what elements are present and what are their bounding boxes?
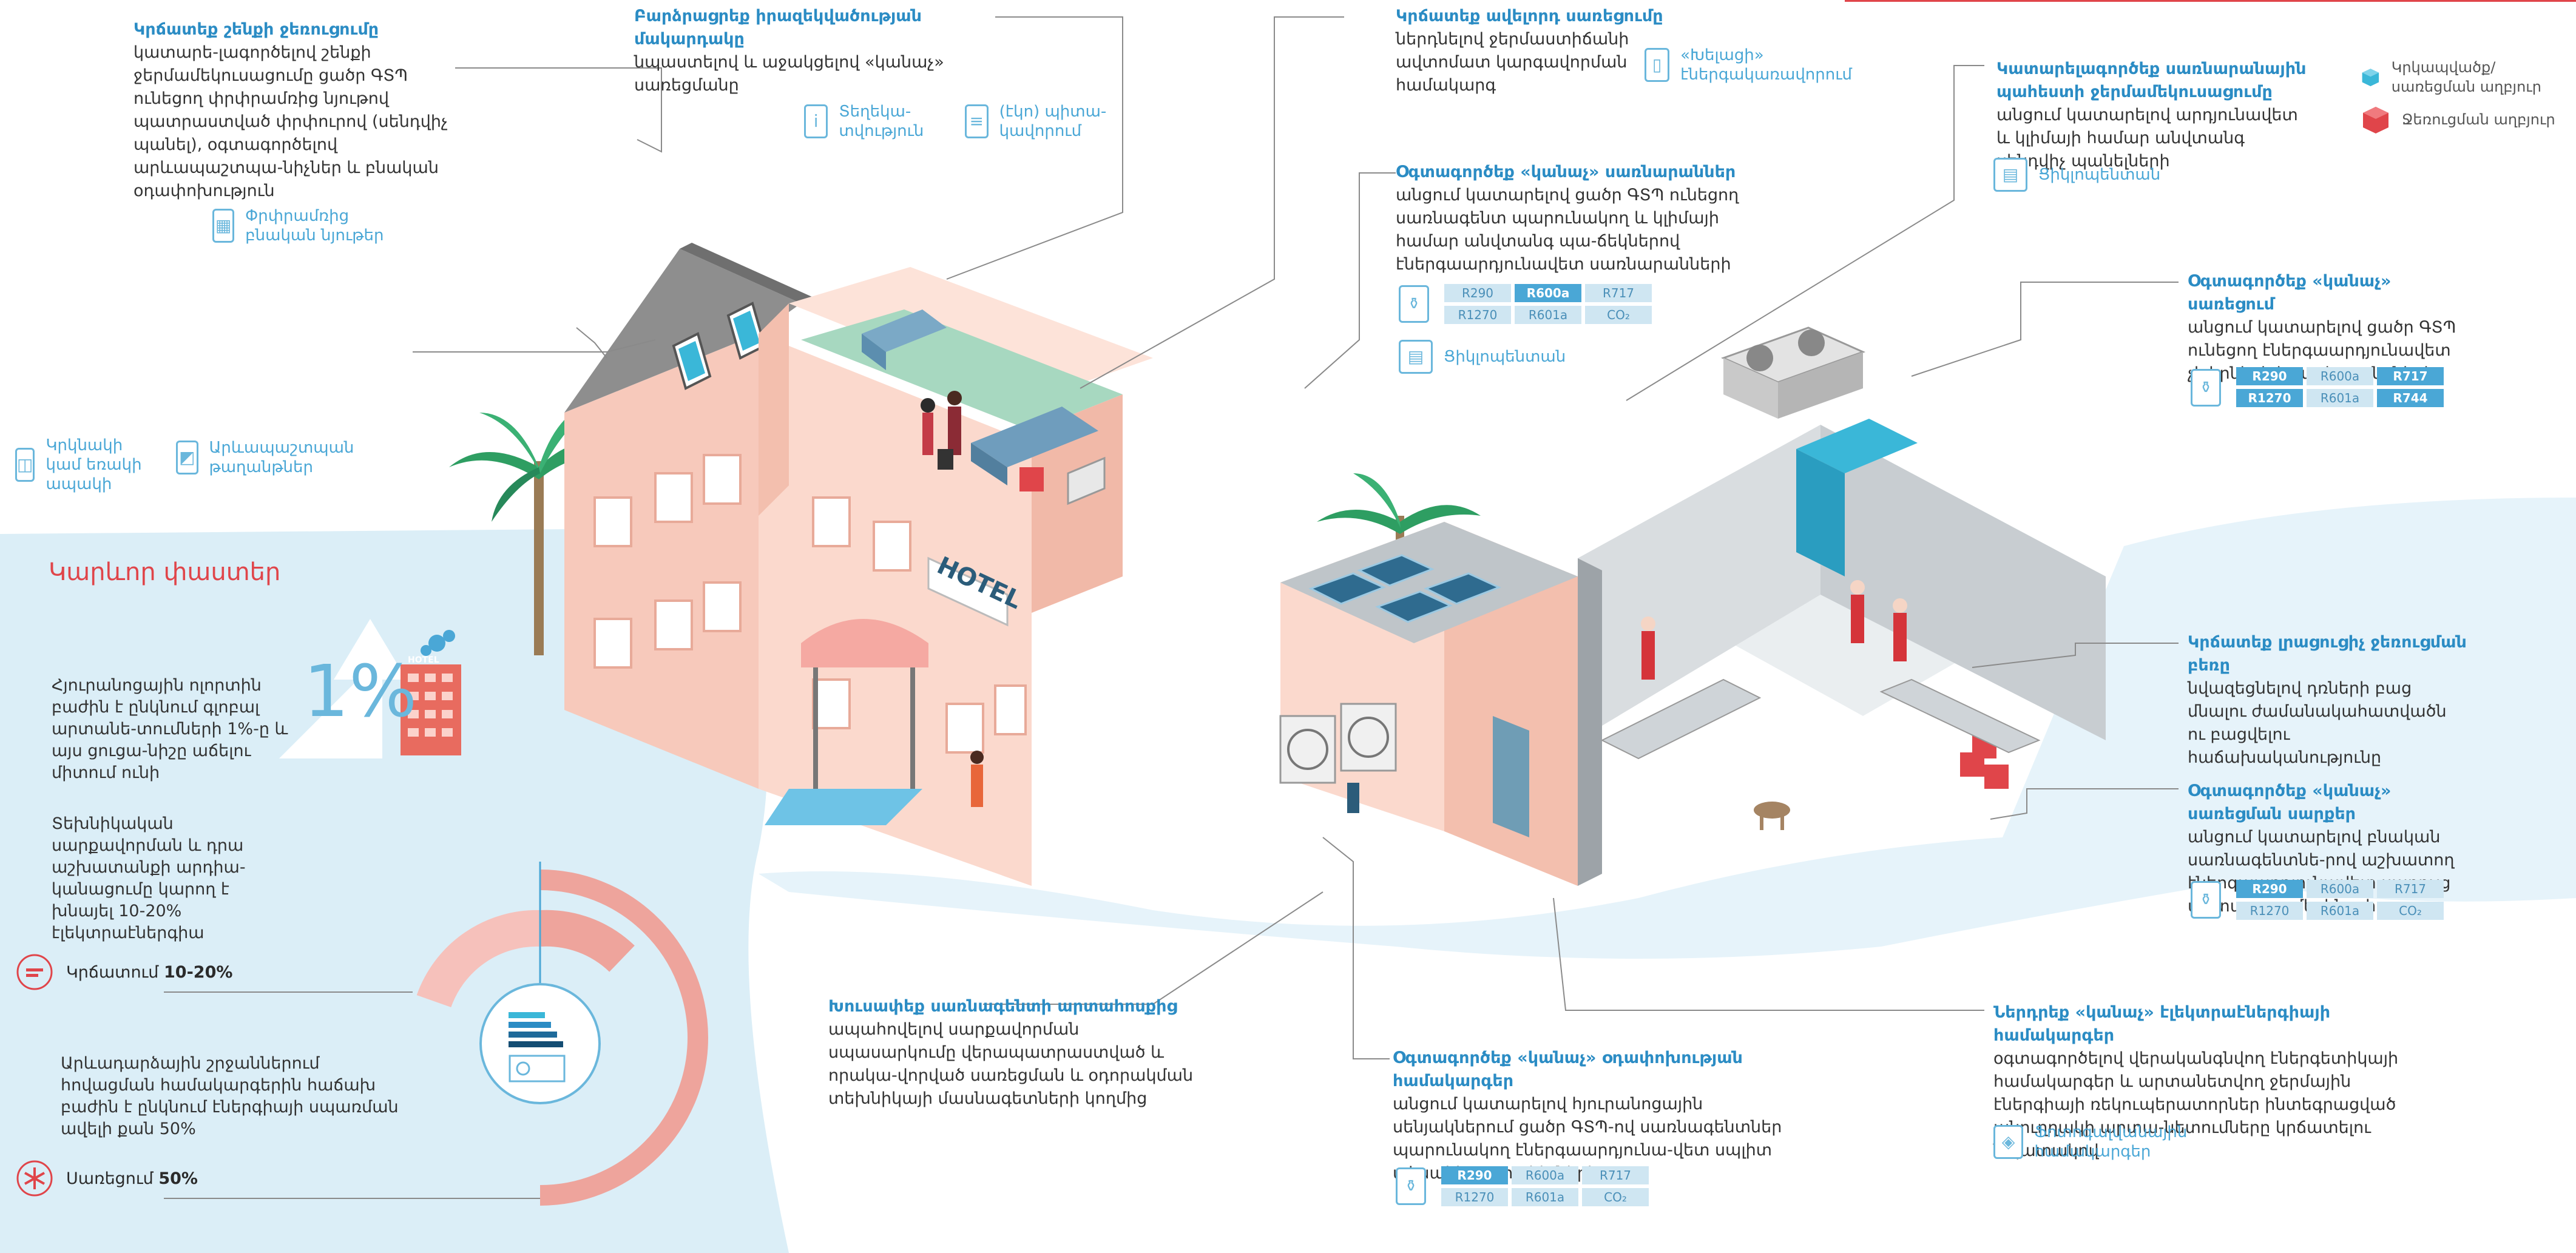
- info-icon: i: [804, 104, 828, 138]
- refrigerant-cell: CO₂: [1582, 1188, 1649, 1206]
- refrigerant-cell: R600a: [1512, 1166, 1578, 1184]
- snowflake-icon: [16, 1160, 53, 1197]
- refrigerant-cell: R290: [1444, 284, 1511, 302]
- callout-cold-storage: Կատարելագործեք սառնարանային պահեստի ջերմ…: [1996, 59, 2307, 171]
- refrigerant-cell: R600a: [1515, 284, 1581, 302]
- refrigerant-cell: R717: [1582, 1166, 1649, 1184]
- smart-control-icon: ▯: [1645, 48, 1670, 82]
- shade-icon: ◩: [176, 441, 198, 475]
- refrigerant-cell: R601a: [1515, 306, 1581, 324]
- icon-label-smart: ▯ «Խելացի» էներգակառավորում: [1645, 46, 1863, 84]
- refrigerant-cell: R744: [2377, 389, 2444, 407]
- mini-hotel-sign: HOTEL: [408, 655, 439, 665]
- label-icon: ≡: [965, 104, 989, 138]
- icon-label-cyclopentane-1: ▤ Ցիկլոպենտան: [1399, 340, 1581, 374]
- refrigerant-cell: CO₂: [1585, 306, 1652, 324]
- reduction-icon: [16, 954, 53, 990]
- foam-icon: ▦: [212, 209, 235, 243]
- fact-emissions: Հյուրանոցային ոլորտին բաժին է ընկնում գլ…: [52, 676, 288, 782]
- callout-green-fridges: Օգտագործեք «կանաչ» սառնարաններ անցում կա…: [1396, 163, 1739, 274]
- hotel-illustration: [449, 243, 1153, 886]
- refrigerant-cell: R717: [1585, 284, 1652, 302]
- refrigerant-cell: R1270: [2236, 389, 2303, 407]
- callout-reduce-cooling: Կրճատեք ավելորդ սառեցումը ներդնելով ջերմ…: [1396, 7, 1663, 95]
- percent-value: 1%: [303, 649, 418, 733]
- refrigerant-cell: R290: [1441, 1166, 1508, 1184]
- icon-label-info: i Տեղեկա-տվություն: [804, 102, 944, 141]
- callout-heating-load: Կրճատեք լրացուցիչ ջեռուցման բեռը նվազեցն…: [2188, 633, 2467, 767]
- icon-label-shade: ◩ Արևապաշտպան թաղանթներ: [176, 438, 364, 477]
- refrigerant-cell: R290: [2236, 367, 2303, 385]
- refrigerant-cell: R601a: [2307, 389, 2373, 407]
- solar-icon: ◈: [1993, 1125, 2024, 1159]
- panel-icon: ▤: [1399, 340, 1433, 374]
- icon-label-foam: ▦ Փրփրամռից բնական նյութեր: [212, 206, 394, 245]
- cooling-row: Սառեցում 50%: [15, 1159, 198, 1198]
- window-icon: ◫: [15, 448, 35, 482]
- refrigerant-cell: R717: [2377, 367, 2444, 385]
- callout-green-ventilation: Օգտագործեք «կանաչ» օդափոխության համակարգ…: [1393, 1049, 1782, 1183]
- icon-label-cyclopentane-2: ▤ Ցիկլոպենտան: [1993, 158, 2175, 192]
- refrigerant-cell: R1270: [1441, 1188, 1508, 1206]
- refrigerant-cell: R600a: [2307, 880, 2373, 898]
- refrigerant-cell: R717: [2377, 880, 2444, 898]
- icon-label-ecolabel: ≡ (էկո) պիտա-կավորում: [965, 102, 1123, 141]
- callout-insulation: Կրճատեք շենքի ջեռուցումը կատարե-լագործել…: [134, 20, 448, 200]
- refrigerant-cell: R1270: [1444, 306, 1511, 324]
- icon-label-window: ◫ Կրկնակի կամ եռակի ապակի: [15, 436, 161, 494]
- refrigerant-bottle-icon: ⚱: [2191, 369, 2221, 407]
- refrigerant-cell: R290: [2236, 880, 2303, 898]
- reduction-row: Կրճատում 10-20%: [15, 953, 232, 991]
- energy-rating-icon: [509, 1012, 566, 1082]
- callout-leak-prevention: Խուսափեք սառնագենտի արտահոսքից ապահովելո…: [828, 997, 1194, 1108]
- legend-cooling: Կրկապվածք/ սառեցման աղբյուր: [2361, 58, 2561, 96]
- growth-arrow-icon: [279, 619, 461, 758]
- fact-tropical-cooling: Արևադարձային շրջաններում հովացման համակա…: [61, 1054, 399, 1138]
- legend-heat: Ջեռուցման աղբյուր: [2361, 104, 2561, 135]
- refrigerant-cell: R1270: [2236, 902, 2303, 920]
- refrigerant-cell: R600a: [2307, 367, 2373, 385]
- callout-green-electricity: Ներդրեք «կանաչ» էլեկտրաէներգիայի համակար…: [1993, 1003, 2399, 1160]
- callout-awareness: Բարձրացրեք իրազեկվածության մակարդակը նպա…: [634, 7, 944, 95]
- key-facts-title: Կարևոր փաստեր: [49, 558, 281, 586]
- icon-label-photovoltaic: ◈ Ֆոտոգալվանային համակարգեր: [1993, 1123, 2273, 1161]
- red-cube-icon: [2363, 107, 2388, 133]
- refrigerant-bottle-icon: ⚱: [1396, 1167, 1426, 1205]
- refrigerant-cell: R601a: [1512, 1188, 1578, 1206]
- fact-modernization: Տեխնիկական սարքավորման և դրա աշխատանքի ա…: [52, 814, 246, 942]
- energy-donut: [416, 862, 708, 1206]
- refrigerant-bottle-icon: ⚱: [2191, 881, 2221, 919]
- panel-icon: ▤: [1993, 158, 2027, 192]
- refrigerant-cell: R601a: [2307, 902, 2373, 920]
- refrigerant-bottle-icon: ⚱: [1399, 285, 1429, 323]
- refrigerant-cell: CO₂: [2377, 902, 2444, 920]
- blue-cube-icon: [2362, 69, 2379, 87]
- restaurant-illustration: [1279, 326, 2106, 886]
